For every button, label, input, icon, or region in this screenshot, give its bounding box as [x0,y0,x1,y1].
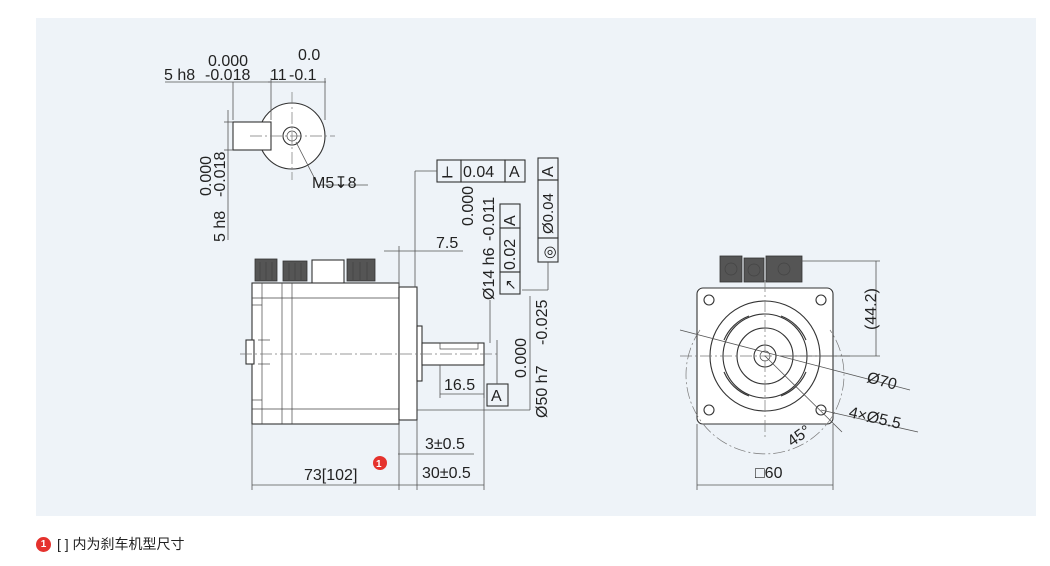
concentricity-datum: A [540,166,557,177]
shaft-keyway [439,342,479,350]
shaft-tol-upper: 0.000 [460,186,477,226]
front-view: (44.2) Ø70 4×Ø5.5 45° □60 [679,255,919,490]
mount-hole-br [815,404,827,416]
length-note-mark: 1 [376,459,382,470]
brake-connector [346,258,376,282]
key-width-label: 5 h8 [164,67,195,84]
key-length-label: 16.5 [444,377,475,394]
key-end-view: 0.000 5 h8 -0.018 0.0 11 -0.1 M5↧8 0.000… [164,47,368,242]
shoulder-label: 7.5 [436,235,458,252]
pilot-tol-lower: -0.025 [534,300,551,345]
perpendicularity-symbol: ⟂ [442,164,453,181]
runout-value: 0.02 [502,239,519,270]
key-depth-tol-lower: -0.1 [289,67,317,84]
body-length-label: 73[102] [304,467,357,484]
height-label: (44.2) [863,288,880,330]
perpendicularity-datum: A [509,164,520,181]
key-width-tol-lower: -0.018 [205,67,250,84]
footnote: 1 [ ] 内为刹车机型尺寸 [36,533,185,555]
key-height-label: 5 h8 [212,211,229,242]
concentricity-symbol: ◎ [541,246,558,259]
angle-label: 45° [785,422,815,450]
front-flange [398,286,418,421]
footnote-text: [ ] 内为刹车机型尺寸 [57,536,185,552]
datum-a-box [486,383,509,407]
holes-label: 4×Ø5.5 [847,404,902,432]
shaft-diameter-label: Ø14 h6 [481,247,498,300]
mount-hole-tr [815,294,827,306]
pilot-boss [416,325,423,382]
drawing-panel [36,18,1036,516]
shaft-tol-lower: -0.011 [481,197,498,241]
key-height-tol-upper: 0.000 [198,156,215,196]
runout-symbol: ↗ [502,279,518,291]
front-connector-1 [719,255,743,283]
motor-body [251,282,400,425]
connector-housing [311,259,345,285]
concentricity-value: Ø0.04 [540,193,557,234]
key-height-tol-lower: -0.018 [212,152,229,197]
pilot-diameter-label: Ø50 h7 [534,365,551,418]
square-label: □60 [755,465,783,482]
runout-datum: A [502,215,519,226]
rear-cap [245,339,255,365]
key-profile [232,121,272,151]
key-width-tol-upper: 0.000 [208,53,248,70]
side-view: ⟂ 0.04 A A 0.02 ↗ 0.000 Ø14 h6 -0.011 A … [240,157,559,490]
pcd-label: Ø70 [865,369,899,393]
flange-offset-label: 3±0.5 [425,436,465,453]
shaft-length-label: 30±0.5 [422,465,471,482]
datum-a-label: A [491,388,502,405]
mount-hole-bl [703,404,715,416]
front-connector-3 [765,255,803,283]
front-connector-2 [743,257,765,283]
perpendicularity-value: 0.04 [463,164,494,181]
key-depth-label: 11 [270,67,287,84]
length-note-marker [373,456,387,470]
key-depth-tol-upper: 0.0 [298,47,320,64]
mount-hole-tl [703,294,715,306]
footnote-badge: 1 [36,536,51,552]
thread-label: M5↧8 [312,175,357,192]
pilot-tol-upper: 0.000 [513,338,530,378]
